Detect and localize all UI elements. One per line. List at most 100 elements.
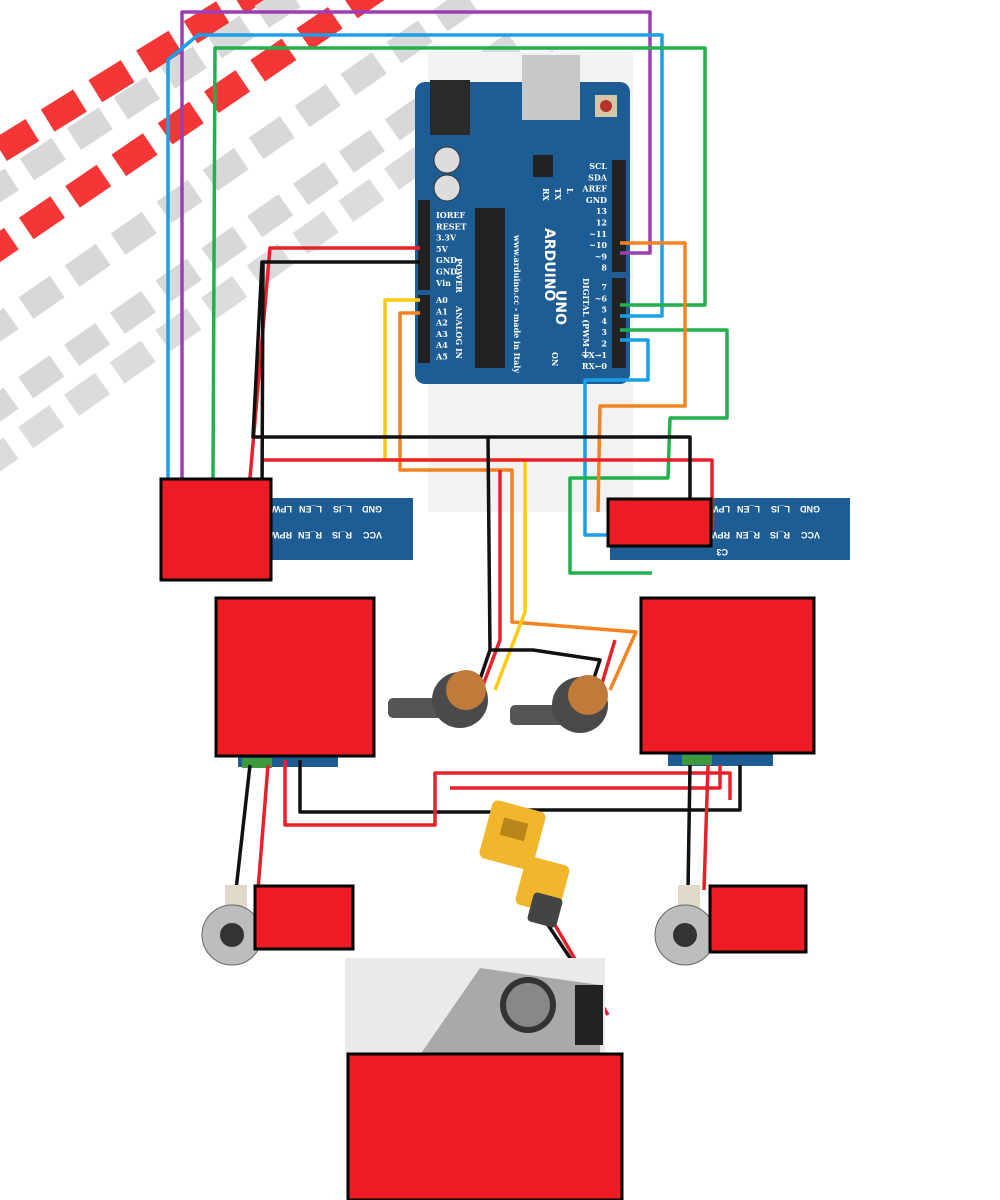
- pin-label: GND: [362, 504, 383, 514]
- arduino-site: www.arduino.cc - made in Italy: [512, 234, 522, 373]
- pin-label: L_EN: [299, 504, 322, 514]
- pin-label: A1: [435, 306, 448, 316]
- wire-black: [234, 764, 252, 891]
- pin-label: R_EN: [736, 530, 760, 540]
- pin-label: VCC: [800, 530, 820, 540]
- pin-label: GND: [436, 255, 457, 265]
- usb-connector: [522, 55, 580, 120]
- pin-label: TX→1: [583, 350, 607, 360]
- wire-purple: [180, 10, 652, 478]
- motor-left: [201, 885, 263, 966]
- wire-green: [568, 328, 729, 575]
- pin-label: TX: [553, 188, 563, 201]
- pin-label: A0: [435, 295, 448, 305]
- wire-red: [450, 765, 722, 790]
- pin-label: 12: [596, 218, 607, 228]
- arduino-uno-board: ARDUINO UNO www.arduino.cc - made in Ita…: [415, 52, 633, 512]
- redactions: [159, 477, 816, 1200]
- terminal-block: [242, 758, 272, 768]
- wire-orange: [398, 311, 638, 691]
- pin-label: RPWM: [702, 530, 731, 540]
- pin-label: 7: [601, 282, 607, 292]
- pin-label: RESET: [436, 221, 467, 231]
- pin-label: SDA: [588, 172, 608, 182]
- atmega-chip: [475, 208, 505, 368]
- wire-black: [490, 648, 602, 691]
- pin-label: GND: [436, 267, 457, 277]
- pin-label: L_IS: [771, 504, 790, 514]
- motor-right: [654, 885, 716, 966]
- pin-label: LPWM: [265, 504, 293, 514]
- power-header-label: POWER: [454, 258, 464, 293]
- pin-label: A5: [435, 352, 448, 362]
- pin-label: 3.3V: [436, 233, 457, 243]
- pin-label: RX: [541, 188, 551, 202]
- pin-label: LPWM: [703, 504, 731, 514]
- wire-red: [702, 764, 710, 891]
- pin-label: R_IS: [770, 530, 790, 540]
- redaction-box: [159, 477, 273, 582]
- pin-label: 8: [601, 263, 607, 273]
- power-supply: [345, 958, 605, 1058]
- pin-label: ~6: [595, 293, 608, 303]
- wire-blue: [166, 33, 664, 478]
- pin-label: RPWM: [264, 530, 293, 540]
- on-label: ON: [550, 352, 560, 366]
- redaction-box: [708, 884, 808, 954]
- wire-black: [260, 261, 265, 501]
- potentiometer-left: [388, 670, 488, 728]
- pin-label: 4: [601, 316, 607, 326]
- redaction-box: [214, 596, 376, 758]
- pin-label: VCC: [362, 530, 382, 540]
- pin-label: AREF: [581, 184, 607, 194]
- pin-label: ~9: [595, 251, 608, 261]
- pin-label: 2: [601, 339, 607, 349]
- pin-label: IOREF: [436, 210, 465, 220]
- wire-black: [251, 260, 692, 500]
- redaction-box: [346, 1052, 624, 1200]
- pin-label: 5V: [436, 244, 449, 254]
- pin-label: RX←0: [582, 361, 608, 371]
- pin-label: L: [565, 188, 575, 194]
- wires: [166, 10, 742, 1016]
- wire-orange: [596, 241, 687, 513]
- wire-blue: [583, 338, 650, 537]
- redaction-box: [253, 884, 355, 951]
- wire-black: [520, 765, 742, 812]
- pin-label: A4: [435, 340, 448, 350]
- wire-red: [256, 764, 270, 891]
- power-jack: [430, 80, 470, 135]
- redaction-box: [606, 497, 713, 548]
- pin-label: GND: [586, 195, 607, 205]
- pin-label: SCL: [589, 161, 607, 171]
- wire-red: [480, 470, 502, 689]
- arduino-brand: ARDUINO: [541, 228, 557, 302]
- wire-black: [686, 764, 692, 891]
- wire-green: [211, 46, 707, 479]
- pin-label: ~11: [589, 229, 607, 239]
- pin-label: A3: [435, 329, 448, 339]
- digital-header-label: DIGITAL (PWM~): [581, 278, 591, 358]
- pin-label: L_IS: [333, 504, 352, 514]
- pin-label: GND: [800, 504, 821, 514]
- wire-black: [298, 760, 500, 814]
- redaction-box: [639, 596, 816, 755]
- terminal-block: [682, 755, 712, 765]
- driver-silk-label: C3: [716, 547, 728, 557]
- xt60-connector: [479, 800, 570, 928]
- wire-red: [283, 760, 732, 827]
- analog-header-label: ANALOG IN: [454, 305, 464, 359]
- pin-label: 3: [601, 327, 607, 337]
- pin-label: ~10: [589, 240, 607, 250]
- pin-label: 5: [601, 305, 607, 315]
- pin-label: R_EN: [298, 530, 322, 540]
- pin-label: A2: [435, 318, 448, 328]
- arduino-model: UNO: [552, 290, 568, 325]
- potentiometer-right: [510, 675, 608, 733]
- pin-label: Vin: [435, 278, 451, 288]
- pin-label: L_EN: [737, 504, 760, 514]
- wire-red: [248, 246, 420, 479]
